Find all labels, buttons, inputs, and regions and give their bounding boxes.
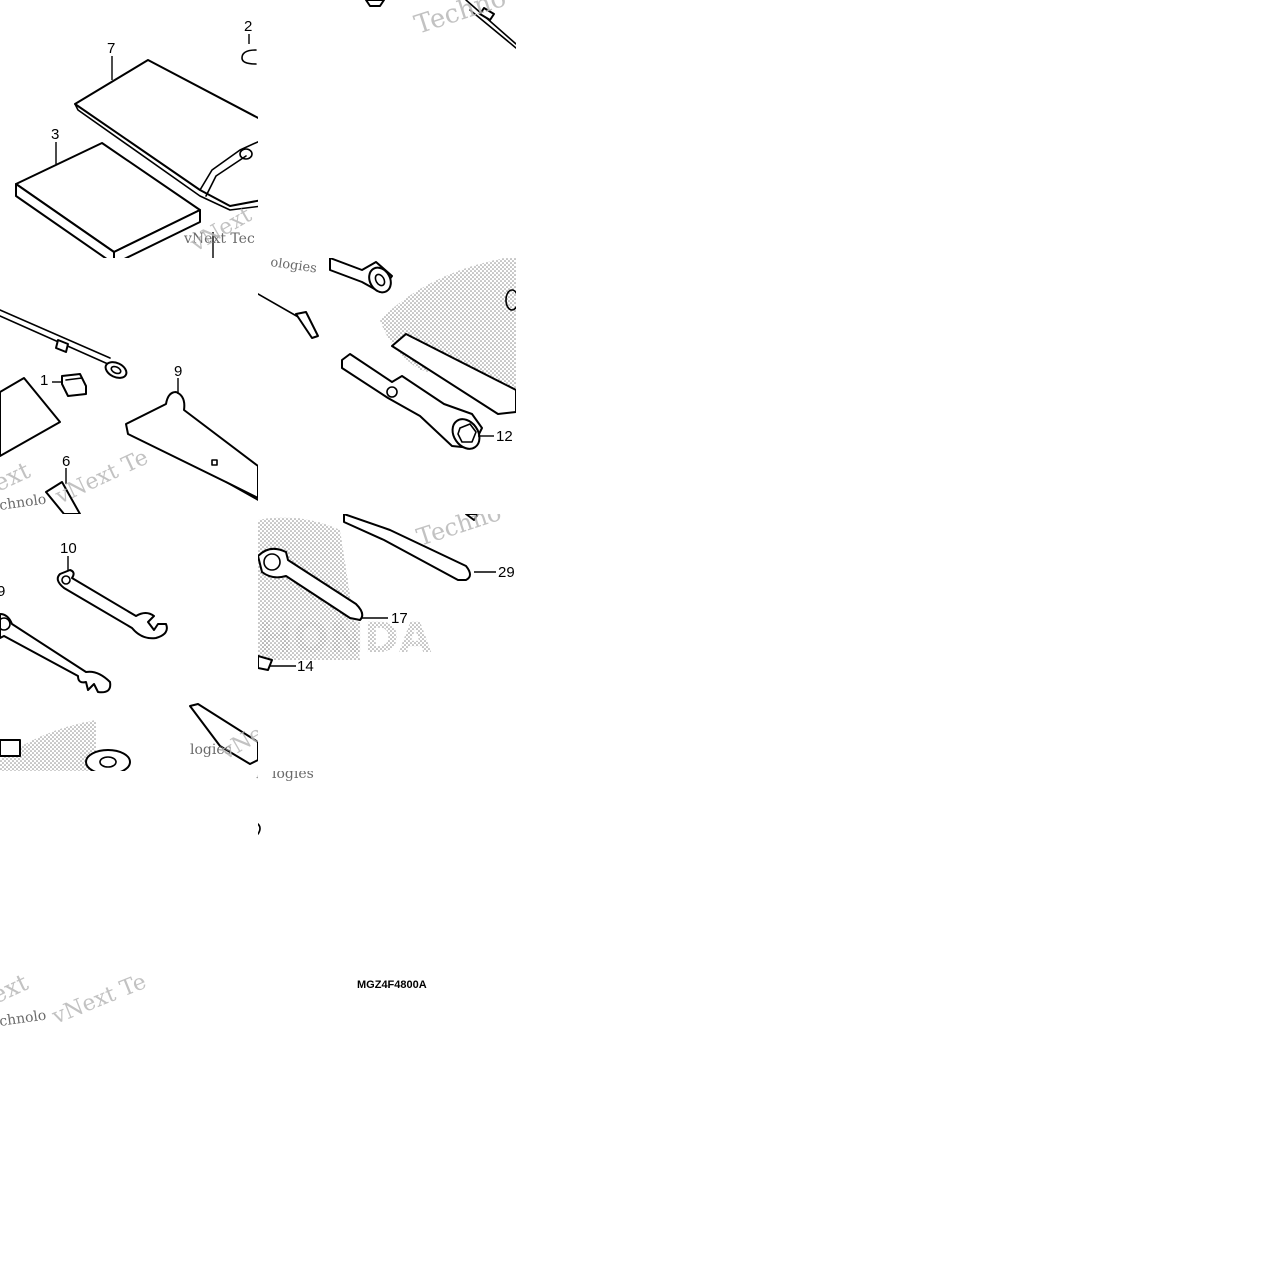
item-6-bit [45, 481, 81, 514]
callout-29: 29 [498, 564, 515, 581]
honda-logo-dotted: HONDA [258, 613, 432, 662]
watermark-fragment: Techno [413, 498, 505, 552]
item-1-clip [61, 373, 87, 397]
item-12-socket-wrench [341, 353, 483, 449]
item-17-wrench [258, 547, 364, 621]
item-29-wrench [343, 514, 471, 581]
callout-9: 9 [0, 583, 5, 600]
callout-17: 17 [391, 610, 408, 627]
tile-spanners: ext chnolo vNext Te [0, 309, 258, 514]
drawing-code: MGZ4F4800A [357, 979, 427, 991]
watermark-fragment: logies [256, 766, 299, 786]
tile-bottom-right: logies [258, 766, 314, 835]
tile-bottom-left: logies ext chnolo vNext Te [0, 766, 299, 1030]
watermark-fragment: vNext Tec [183, 231, 255, 247]
watermark-fragment: ext [0, 968, 33, 1009]
watermark-fragment: ologies [269, 255, 317, 276]
callout-4: 7 [107, 40, 115, 57]
watermark-fragment: Techno [411, 0, 510, 41]
item-9-wrench [0, 613, 112, 694]
callout-7: 9 [174, 363, 182, 380]
tile-sockets: ologies [258, 255, 516, 450]
item-7-pin-spanner [125, 391, 258, 499]
callout-12: 12 [496, 428, 513, 445]
item-10-wrench [56, 569, 168, 640]
tile-pouch-and-manual: vNext Tec vNext [15, 34, 258, 258]
watermark-fragment: ext [0, 456, 35, 497]
tile-wrenches: logies vNext [0, 556, 258, 771]
tile-box-wrenches: HONDA Techno [258, 498, 505, 671]
callout-1: 1 [40, 372, 48, 389]
watermark-fragment: logies [272, 766, 314, 782]
watermark-fragment: chnolo [0, 1008, 47, 1030]
callout-2: 2 [244, 18, 252, 35]
watermark-fragment: vNext Te [48, 969, 150, 1030]
callout-14: 14 [297, 658, 314, 675]
watermark-fragment: logies [190, 742, 232, 758]
watermark-fragment: chnolo [0, 492, 47, 514]
tile-top-right: Techno [365, 0, 516, 49]
callout-10: 10 [60, 540, 77, 557]
callout-3: 3 [51, 126, 59, 143]
callout-6: 6 [62, 453, 70, 470]
